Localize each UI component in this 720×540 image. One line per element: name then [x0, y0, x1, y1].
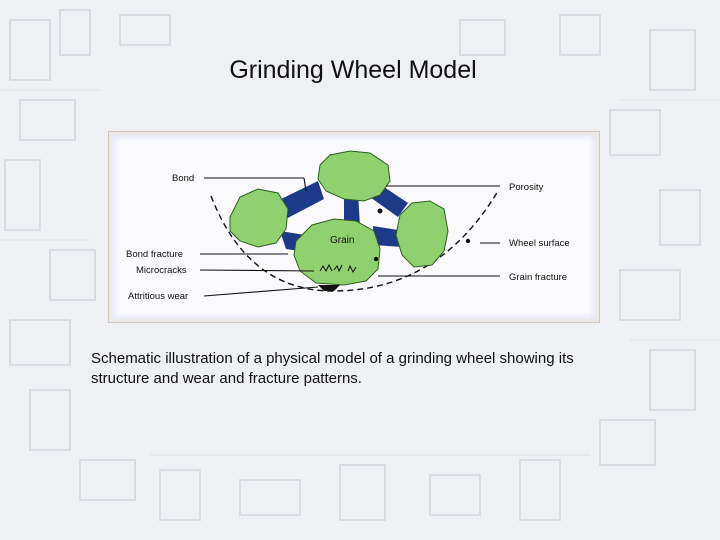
- slide-title: Grinding Wheel Model: [229, 56, 477, 84]
- label-porosity: Porosity: [509, 182, 544, 193]
- grain-left: [229, 188, 289, 248]
- attritious-wear: [318, 285, 340, 291]
- grains: [229, 150, 449, 286]
- grain-right: [395, 200, 449, 268]
- label-attritious-wear: Attritious wear: [128, 291, 188, 302]
- microcracks: [319, 263, 357, 274]
- grain-top: [317, 150, 391, 202]
- label-grain-fracture: Grain fracture: [509, 272, 567, 283]
- marker-dots: [373, 208, 471, 262]
- leader-lines: [199, 177, 500, 297]
- grain-center: [293, 218, 381, 286]
- label-microcracks: Microcracks: [136, 265, 187, 276]
- figure-caption: Schematic illustration of a physical mod…: [91, 350, 574, 387]
- label-bond: Bond: [172, 173, 194, 184]
- label-grain: Grain: [330, 235, 354, 246]
- grinding-wheel-diagram: Bond Bond fracture Microcracks Attritiou…: [126, 150, 570, 302]
- label-wheel-surface: Wheel surface: [509, 238, 570, 249]
- label-bond-fracture: Bond fracture: [126, 249, 183, 260]
